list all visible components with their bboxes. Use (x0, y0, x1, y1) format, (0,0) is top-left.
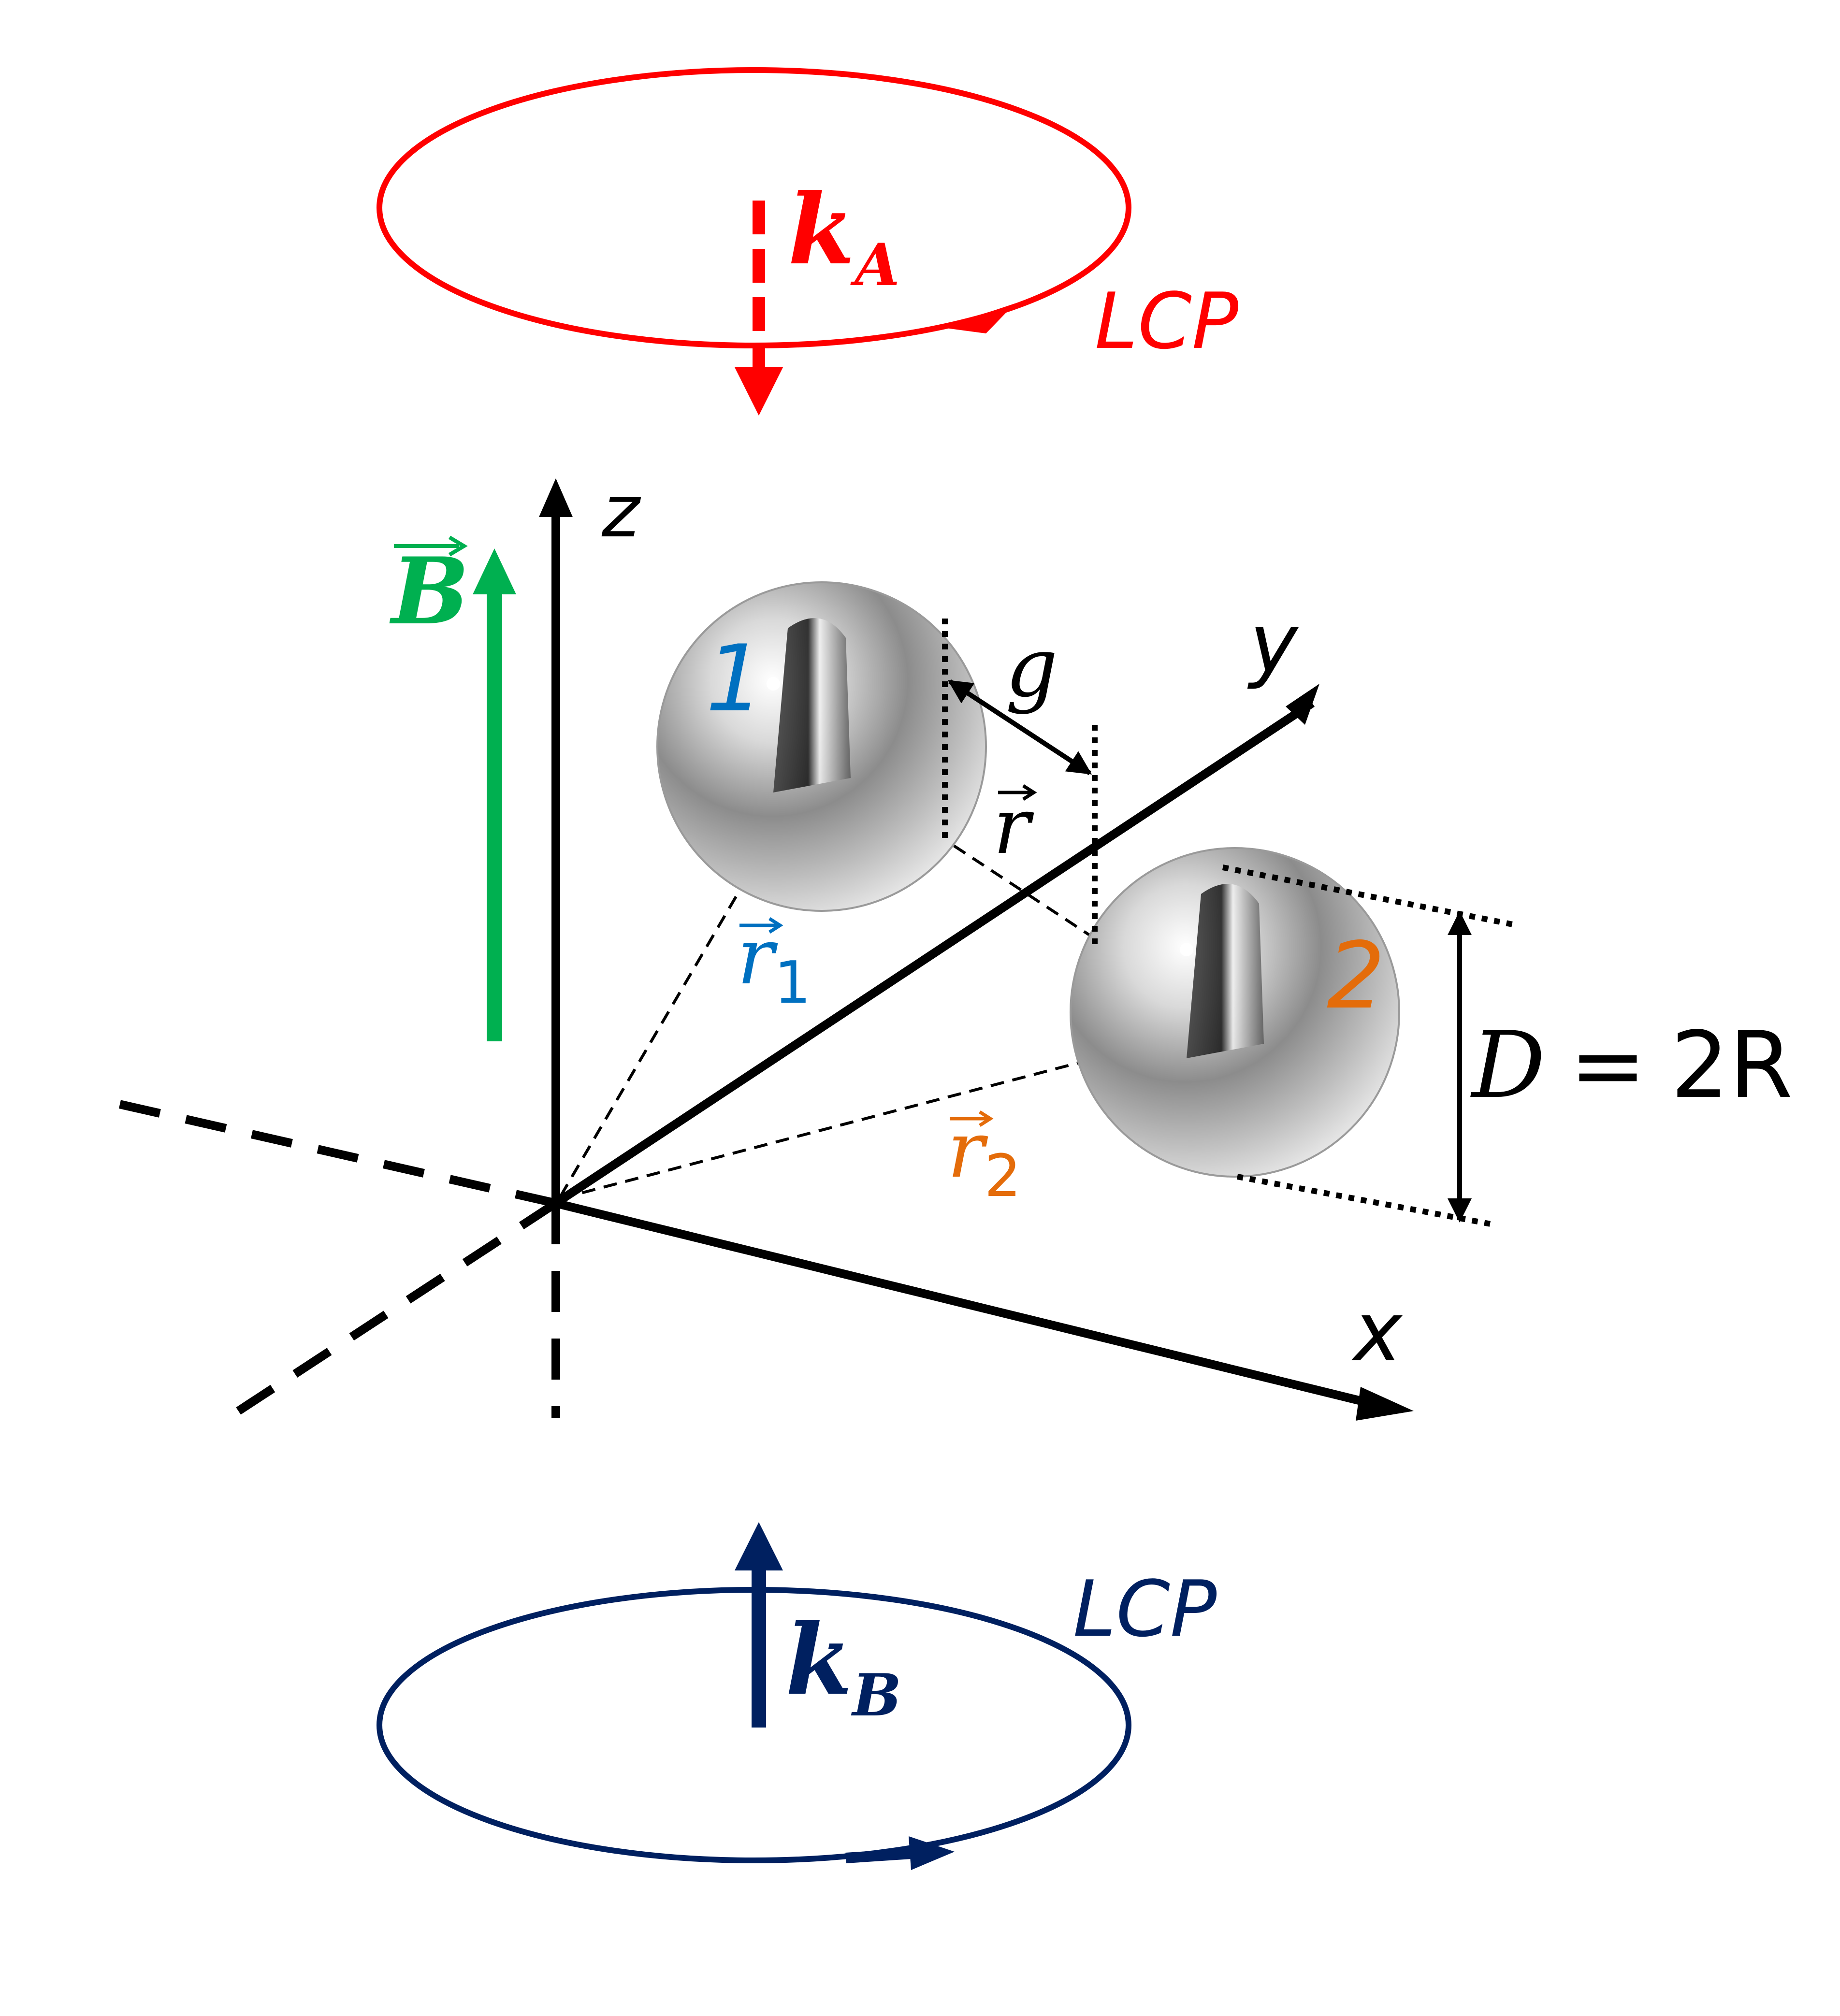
beam-b-polarization-label: LCP (1073, 1564, 1217, 1654)
coordinate-axes: z y x (108, 470, 1414, 1427)
x-axis-arrowhead-icon (1356, 1387, 1414, 1421)
z-axis-arrowhead-icon (539, 478, 573, 517)
diameter-guide-bottom (1236, 1174, 1497, 1228)
z-axis-label: z (601, 470, 641, 554)
beam-b: kB LCP (377, 1522, 1217, 1870)
r1-label-group: r1 (737, 911, 811, 1017)
y-axis (553, 699, 1315, 1207)
r2-label: r2 (947, 1105, 1021, 1210)
sphere-2 (1070, 847, 1400, 1178)
beam-a-polarization-label: LCP (1095, 276, 1239, 366)
r2-vector (560, 1018, 1228, 1200)
beam-b-rotation-arrow-icon (909, 1836, 955, 1870)
y-axis-label: y (1247, 596, 1299, 691)
beam-a-rotation-arrow-icon (942, 303, 1015, 333)
beam-a-arrowhead-icon (735, 367, 783, 416)
diameter-annotation: D=2R (1222, 864, 1793, 1228)
sphere-1-highlight (767, 677, 780, 691)
r-label-group: r (993, 781, 1037, 871)
r2-vector-bar-head-icon (979, 1110, 994, 1127)
r1-vector-bar-head-icon (768, 917, 783, 934)
x-axis (554, 1199, 1374, 1408)
beam-b-rotation-arrow-tail (845, 1848, 919, 1863)
particle-1-label: 1 (706, 625, 764, 732)
r-vector-bar-head-icon (1022, 784, 1037, 801)
r2-label-group: r2 (947, 1105, 1021, 1210)
x-axis-label: x (1351, 1284, 1403, 1380)
diameter-label: D=2R (1470, 1012, 1793, 1119)
beam-a: kA LCP (377, 67, 1239, 416)
x-axis-negative (108, 1097, 557, 1208)
r-label: r (993, 781, 1034, 871)
field-label: B (389, 537, 469, 645)
beam-b-arrowhead-icon (735, 1522, 783, 1570)
r1-label: r1 (737, 911, 811, 1017)
sphere-2-reflection (1187, 884, 1264, 1058)
magnetic-field: B (389, 535, 516, 1041)
r1-vector (559, 756, 818, 1197)
field-arrowhead-icon (473, 548, 516, 594)
particle-2-label: 2 (1327, 922, 1385, 1029)
y-axis-negative (217, 1199, 558, 1427)
sphere-1-reflection (773, 618, 851, 792)
gap-arrow (947, 679, 1092, 776)
gap-label: g (1005, 620, 1058, 716)
beam-b-wavevector-label: kB (785, 1603, 901, 1729)
field-vector-bar-head-icon (448, 535, 468, 557)
beam-a-wavevector-label: kA (788, 173, 900, 299)
sphere-2-highlight (1180, 943, 1193, 956)
gap-annotation: g (942, 619, 1098, 947)
y-axis-arrowhead-icon (1286, 684, 1319, 725)
